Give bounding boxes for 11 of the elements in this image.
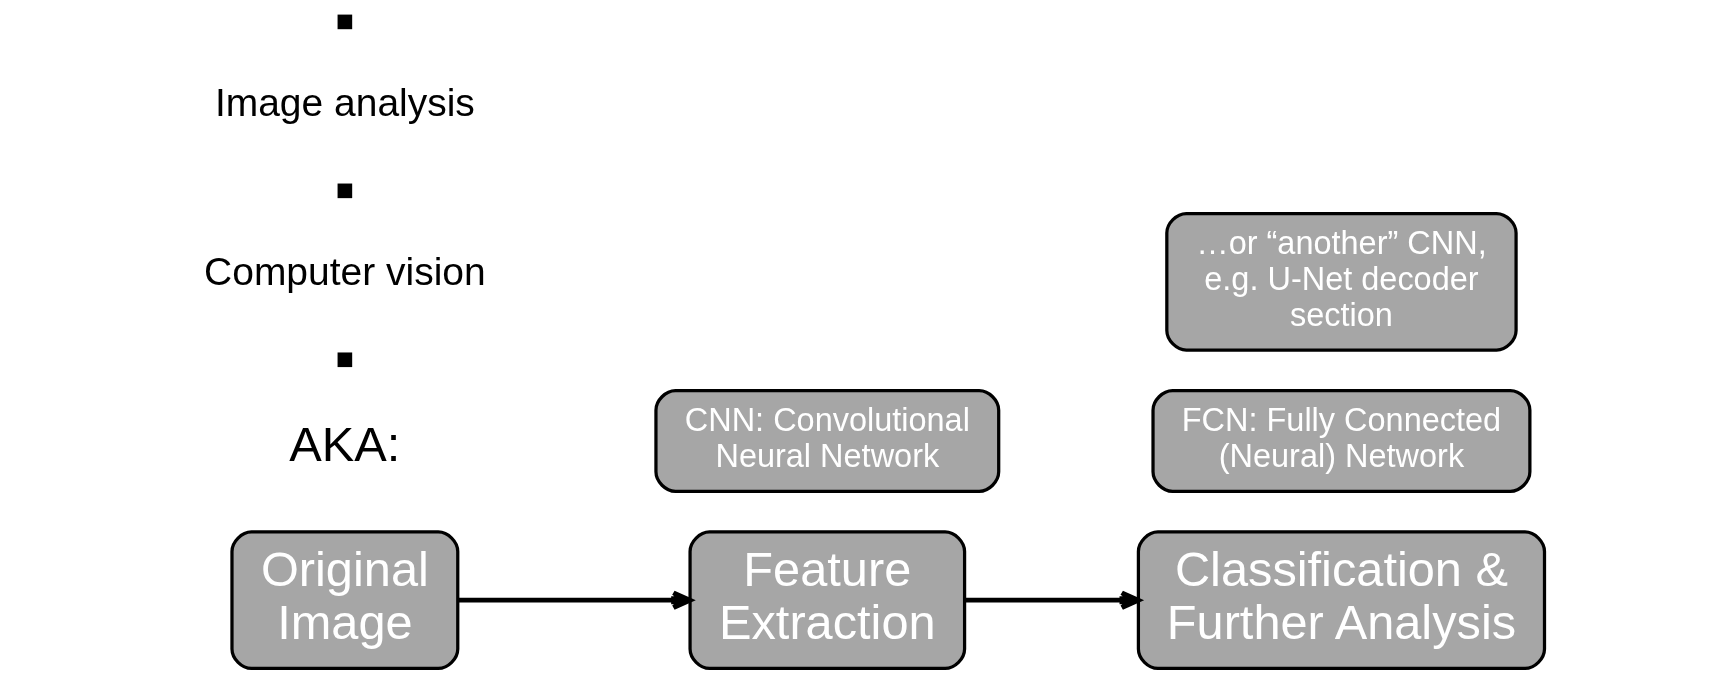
label: Image analysis <box>214 81 475 125</box>
node-box: FCN: Fully Connected (Neural) Network <box>1151 389 1532 493</box>
node-box: CNN: Convolutional Neural Network <box>654 389 1001 493</box>
arrow <box>965 590 1141 610</box>
label: AKA: <box>289 417 401 472</box>
arrow <box>458 590 693 610</box>
label: Computer vision <box>204 250 486 294</box>
node-box: Original Image <box>230 530 460 671</box>
node-box: Feature Extraction <box>688 530 967 671</box>
node-box: …or “another” CNN, e.g. U-Net decoder section <box>1165 211 1518 352</box>
node-box: Classification & Further Analysis <box>1136 530 1547 671</box>
